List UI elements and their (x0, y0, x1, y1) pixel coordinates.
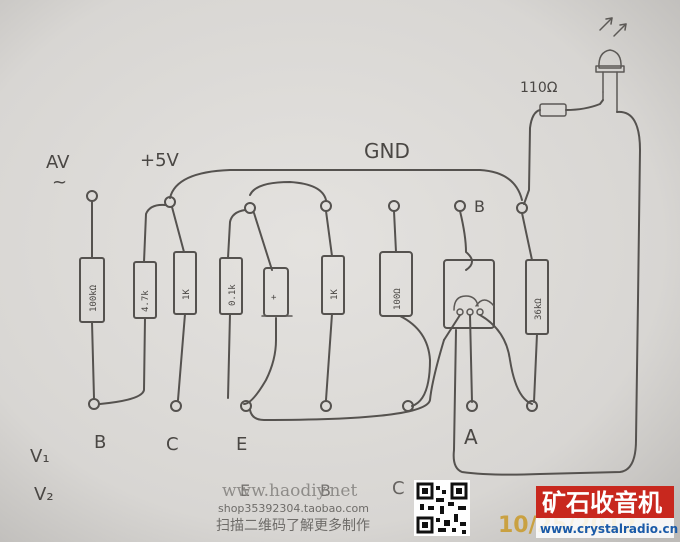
v1-label: V₁ (30, 446, 50, 467)
bottom-label-c: C (166, 434, 179, 455)
plus5v-label: +5V (140, 150, 180, 171)
resistor-4k7: 4.7k (99, 203, 166, 405)
resistor-110 (523, 99, 604, 205)
av-tilde: ~ (52, 172, 67, 193)
row2-label-c: C (392, 478, 405, 499)
resistor-36k-label: 36kΩ (534, 298, 544, 320)
led-return-wire (452, 110, 641, 476)
resistor-0k1-label: 0.1k (228, 284, 238, 306)
transistor-symbol (249, 210, 533, 421)
resistor-0k1: 0.1k (219, 209, 246, 399)
bottom-label-e: E (236, 434, 247, 455)
av-label: AV (46, 152, 70, 173)
resistor-1k-a-label: 1K (182, 289, 192, 300)
transistor-b-top-label: B (474, 197, 485, 216)
resistor-1k-b-label: 1K (330, 289, 340, 300)
qr-code (414, 480, 470, 536)
resistor-100: 100Ω (379, 210, 431, 407)
logo-url-text: www.crystalradio.cn (540, 522, 678, 536)
resistor-100k: 100kΩ (79, 200, 105, 399)
row2-label-b: B (320, 481, 331, 500)
bottom-label-b: B (94, 432, 106, 453)
gnd-bus-wire (169, 169, 523, 201)
watermark-scan-text: 扫描二维码了解更多制作 (216, 517, 370, 534)
diode-plus-label: + (271, 293, 277, 303)
logo-red-banner (536, 486, 674, 518)
watermark-shop: shop35392304.taobao.com (218, 502, 369, 515)
gnd-label: GND (364, 139, 410, 163)
logo-chinese-text: 矿石收音机 (542, 489, 662, 517)
resistor-100k-label: 100kΩ (89, 284, 99, 312)
diode-component: + (243, 212, 293, 405)
resistor-36k: 36kΩ (521, 212, 549, 403)
resistor-1k-b: 1K (321, 210, 345, 401)
resistor-110-label: 110Ω (520, 80, 558, 96)
row2-label-e: E (240, 481, 250, 500)
resistor-1k-a: 1K (171, 206, 197, 401)
bottom-label-a: A (464, 425, 478, 449)
led-symbol (595, 17, 627, 113)
gnd-bridge-wire (249, 181, 327, 201)
watermark-site: www.haodiy.net (222, 481, 357, 501)
bottom-terminals (88, 398, 538, 412)
resistor-100-label: 100Ω (393, 288, 403, 310)
crystalradio-logo: 矿石收音机 www.crystalradio.cn (536, 486, 678, 538)
v2-label: V₂ (34, 484, 54, 505)
top-terminals (86, 190, 528, 214)
resistor-4k7-label: 4.7k (141, 290, 151, 312)
